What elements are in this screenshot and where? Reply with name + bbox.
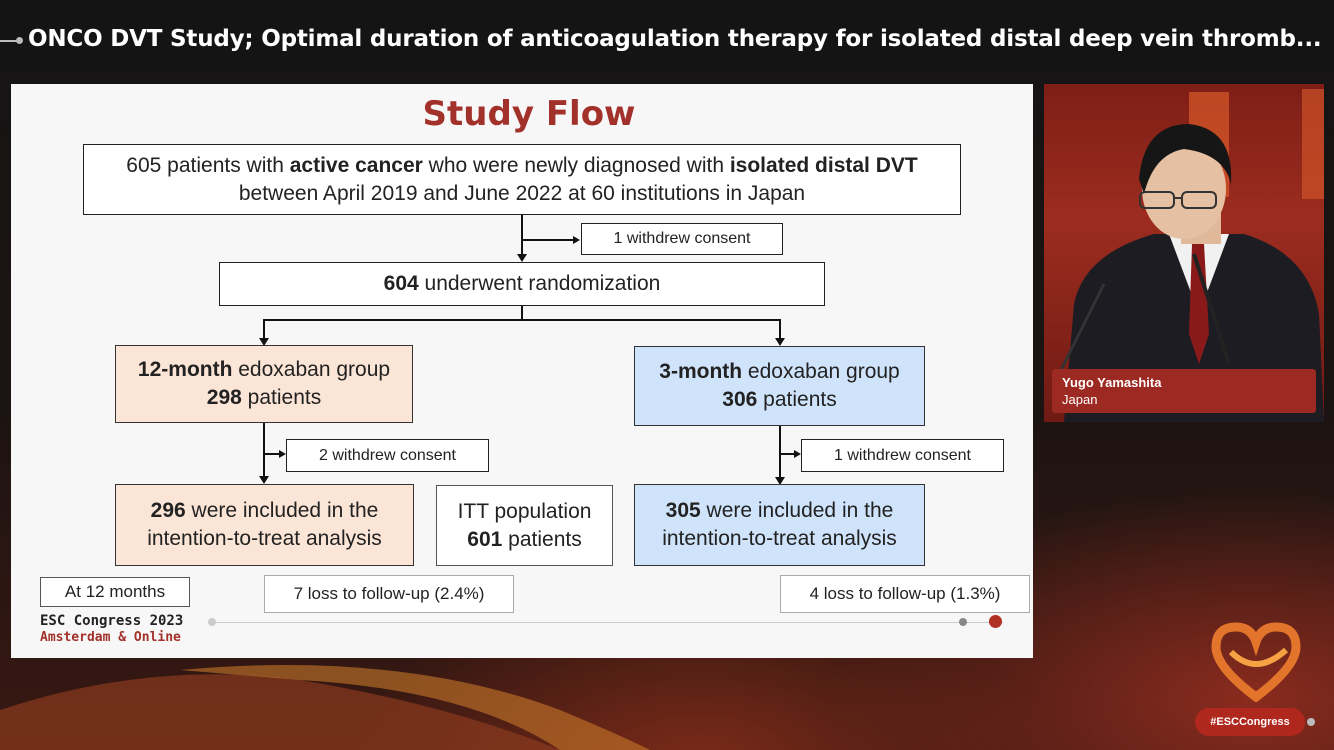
hashtag-dot-icon xyxy=(1307,718,1315,726)
esc-congress-label: ESC Congress 2023 xyxy=(40,613,184,629)
randomization-number: 604 xyxy=(383,272,419,295)
connector xyxy=(264,453,280,455)
connector xyxy=(263,423,265,480)
itt-left-text1: were included in the xyxy=(185,499,379,522)
itt-left-number: 296 xyxy=(150,499,186,522)
slide-title: Study Flow xyxy=(422,94,636,134)
enrollment-text-b: active cancer xyxy=(289,153,423,177)
group-12-month-box: 12-month edoxaban group 298 patients xyxy=(115,345,413,423)
group-12-count-text: patients xyxy=(241,386,322,409)
itt-left-box: 296 were included in the intention-to-tr… xyxy=(115,484,414,566)
group-3-count: 306 xyxy=(722,388,758,411)
background-swoosh xyxy=(0,665,650,750)
itt-population-number: 601 xyxy=(467,527,503,551)
speaker-nameplate: Yugo Yamashita Japan xyxy=(1052,369,1316,413)
itt-population-box: ITT population 601 patients xyxy=(436,485,613,566)
group-3-month-box: 3-month edoxaban group 306 patients xyxy=(634,346,925,426)
withdrew-consent-box-right: 1 withdrew consent xyxy=(801,439,1004,472)
at-12-months-box: At 12 months xyxy=(40,577,190,607)
presentation-slide: Study Flow 605 patients with active canc… xyxy=(11,84,1033,658)
video-title: ONCO DVT Study; Optimal duration of anti… xyxy=(28,26,1322,52)
itt-right-box: 305 were included in the intention-to-tr… xyxy=(634,484,925,566)
speaker-video xyxy=(1044,84,1324,422)
connector xyxy=(522,239,574,241)
arrow-icon xyxy=(259,476,269,484)
arrow-icon xyxy=(279,450,286,458)
menu-icon[interactable] xyxy=(0,36,24,46)
hashtag-badge[interactable]: #ESCCongress xyxy=(1195,708,1305,736)
arrow-icon xyxy=(775,477,785,485)
header-bar: ONCO DVT Study; Optimal duration of anti… xyxy=(0,0,1334,82)
arrow-icon xyxy=(573,236,580,244)
arrow-icon xyxy=(517,254,527,262)
enrollment-text-c: who were newly diagnosed with xyxy=(422,153,730,177)
group-3-text: edoxaban group xyxy=(742,360,900,383)
progress-start-dot xyxy=(208,618,216,626)
progress-dot xyxy=(959,618,967,626)
arrow-icon xyxy=(794,450,801,458)
esc-heart-logo-icon xyxy=(1211,622,1301,702)
arrow-icon xyxy=(259,338,269,346)
arrow-icon xyxy=(775,338,785,346)
group-12-count: 298 xyxy=(206,386,242,409)
connector xyxy=(521,215,523,258)
loss-followup-right-box: 4 loss to follow-up (1.3%) xyxy=(780,575,1030,613)
progress-track xyxy=(213,622,1003,623)
enrollment-box: 605 patients with active cancer who were… xyxy=(83,144,961,215)
connector xyxy=(263,319,781,321)
loss-followup-left-box: 7 loss to follow-up (2.4%) xyxy=(264,575,514,613)
group-3-label: 3-month xyxy=(659,360,743,383)
connector xyxy=(521,306,523,320)
itt-right-text1: were included in the xyxy=(700,499,894,522)
enrollment-line2: between April 2019 and June 2022 at 60 i… xyxy=(238,181,806,205)
speaker-country: Japan xyxy=(1062,392,1098,407)
background-panel xyxy=(1302,89,1324,199)
speaker-name: Yugo Yamashita xyxy=(1062,375,1162,390)
group-3-count-text: patients xyxy=(757,388,837,411)
withdrew-consent-box-top: 1 withdrew consent xyxy=(581,223,783,255)
itt-population-text: patients xyxy=(502,527,582,551)
withdrew-consent-box-left: 2 withdrew consent xyxy=(286,439,489,472)
group-12-text: edoxaban group xyxy=(232,358,391,381)
group-12-label: 12-month xyxy=(137,358,233,381)
itt-left-text2: intention-to-treat analysis xyxy=(147,527,382,550)
randomization-box: 604 underwent randomization xyxy=(219,262,825,306)
connector xyxy=(779,319,781,341)
progress-current-dot xyxy=(989,615,1002,628)
itt-right-text2: intention-to-treat analysis xyxy=(662,527,897,550)
enrollment-line1: 605 patients with active cancer who were… xyxy=(126,152,917,180)
itt-right-number: 305 xyxy=(665,499,701,522)
enrollment-text-d: isolated distal DVT xyxy=(729,153,918,177)
esc-location-label: Amsterdam & Online xyxy=(40,630,181,645)
itt-population-label: ITT population xyxy=(457,499,592,523)
connector xyxy=(779,426,781,481)
connector xyxy=(780,453,795,455)
randomization-text: underwent randomization xyxy=(418,272,661,295)
connector xyxy=(263,319,265,341)
enrollment-text-a: 605 patients with xyxy=(126,153,290,177)
